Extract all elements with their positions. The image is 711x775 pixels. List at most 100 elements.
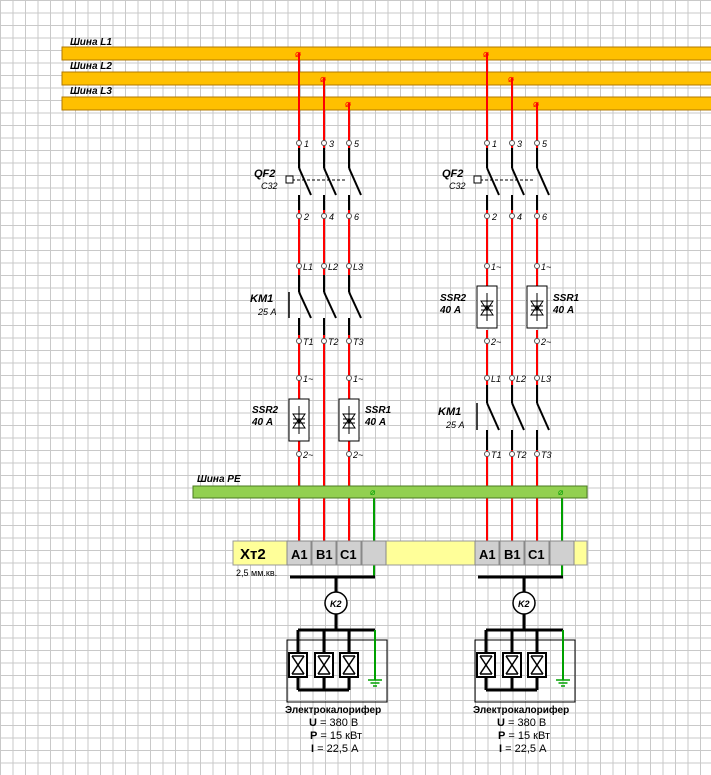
svg-text:⌀: ⌀ [533,99,539,110]
right-heater-3 [527,652,547,678]
left-breaker-name: QF2 [254,168,275,180]
svg-text:U = 380 В: U = 380 В [309,717,358,729]
left-terminal-a1: A1 [291,547,308,562]
right-ssr1-name: SSR1 [553,293,580,304]
right-ssr1-in: 1~ [541,262,551,272]
right-ground-icon [555,679,571,687]
left-ssr2-in: 1~ [303,374,313,384]
left-qf-term-6: 6 [354,212,359,222]
svg-text:P = 15 кВт: P = 15 кВт [310,730,362,742]
left-ssr2-name: SSR2 [252,405,279,416]
right-load-p-key: P [498,730,505,742]
svg-text:I = 22,5 А: I = 22,5 А [499,743,547,755]
left-relay-label: K2 [330,599,342,609]
right-ssr2-in: 1~ [491,262,501,272]
svg-text:⌀: ⌀ [295,49,301,60]
bus-l1 [61,46,711,61]
left-contactor-name: KM1 [250,293,273,305]
bus-l2 [61,71,711,86]
left-terminal-c1: C1 [340,547,357,562]
left-qf-term-3: 3 [329,139,334,149]
right-ssr1-out: 2~ [540,337,551,347]
svg-text:⌀: ⌀ [320,74,326,85]
right-terminal-a1: A1 [479,547,496,562]
right-km-term-l3: L3 [541,374,551,384]
right-terminals: A1 B1 C1 [474,540,575,566]
right-terminal-c1: C1 [528,547,545,562]
left-breaker-rating: C32 [261,181,278,191]
left-heater-2 [314,652,334,678]
left-ssr1-in: 1~ [353,374,363,384]
left-ssr1 [338,398,360,442]
right-contactor-rating: 25 А [445,420,465,430]
left-km-term-l3: L3 [353,262,363,272]
left-qf-term-1: 1 [304,139,309,149]
right-km-term-t2: T2 [516,450,527,460]
left-load-i-key: I [311,743,314,755]
right-load: K2 Электрокалорифер U = 380 В P = 15 кВт… [473,575,576,755]
right-ssr1-rating: 40 А [552,305,574,316]
left-terminals: A1 B1 C1 [286,540,387,566]
left-branch: ⌀ ⌀ ⌀ QF2 C32 1 3 5 2 4 6 KM1 25 А [250,49,392,577]
svg-text:⌀: ⌀ [508,74,514,85]
left-heater-1 [288,652,308,678]
right-km-term-l1: L1 [491,374,501,384]
right-terminal-b1: B1 [504,547,521,562]
right-load-title: Электрокалорифер [473,704,569,716]
right-heater-1 [476,652,496,678]
right-km-term-t1: T1 [491,450,502,460]
bus-pe [192,485,588,499]
left-qf-term-4: 4 [329,212,334,222]
right-qf-term-6: 6 [542,212,547,222]
left-heater-3 [339,652,359,678]
bus-l2-label: Шина L2 [70,61,112,72]
terminal-block-name: Хт2 [240,546,266,563]
left-ssr2-out: 2~ [302,450,313,460]
left-contactor-rating: 25 А [257,307,277,317]
svg-text:U = 380 В: U = 380 В [497,717,546,729]
svg-text:⌀: ⌀ [483,49,489,60]
bus-pe-label: Шина PE [197,474,241,485]
left-qf-term-2: 2 [303,212,309,222]
right-load-i-val: = 22,5 А [505,743,547,755]
right-qf-term-1: 1 [492,139,497,149]
right-breaker-rating: C32 [449,181,466,191]
right-qf-term-2: 2 [491,212,497,222]
right-load-u-val: = 380 В [508,717,546,729]
left-load-i-val: = 22,5 А [317,743,359,755]
left-load-title: Электрокалорифер [285,704,381,716]
left-load-p-key: P [310,730,317,742]
left-km-term-t1: T1 [303,337,314,347]
right-relay-label: K2 [518,599,530,609]
svg-text:I = 22,5 А: I = 22,5 А [311,743,359,755]
right-km-term-l2: L2 [516,374,526,384]
left-ssr1-name: SSR1 [365,405,392,416]
right-breaker-name: QF2 [442,168,463,180]
left-ssr2 [288,398,310,442]
bus-l1-label: Шина L1 [70,37,112,48]
right-heater-2 [502,652,522,678]
right-load-u-key: U [497,717,505,729]
right-km-term-t3: T3 [541,450,552,460]
svg-text:⌀: ⌀ [345,99,351,110]
left-km-term-l2: L2 [328,262,338,272]
left-km-term-t3: T3 [353,337,364,347]
right-load-i-key: I [499,743,502,755]
right-contactor-name: KM1 [438,406,461,418]
left-ssr1-out: 2~ [352,450,363,460]
left-km-term-t2: T2 [328,337,339,347]
left-load-u-key: U [309,717,317,729]
bus-l3-label: Шина L3 [70,86,112,97]
right-ssr1 [526,285,548,329]
right-qf-term-3: 3 [517,139,522,149]
left-km-term-l1: L1 [303,262,313,272]
left-ssr2-rating: 40 А [251,417,273,428]
svg-text:P = 15 кВт: P = 15 кВт [498,730,550,742]
left-terminal-b1: B1 [316,547,333,562]
svg-text:⌀: ⌀ [370,487,376,497]
right-qf-term-4: 4 [517,212,522,222]
left-qf-term-5: 5 [354,139,360,149]
right-ssr2 [476,285,498,329]
bus-l3 [61,96,711,111]
